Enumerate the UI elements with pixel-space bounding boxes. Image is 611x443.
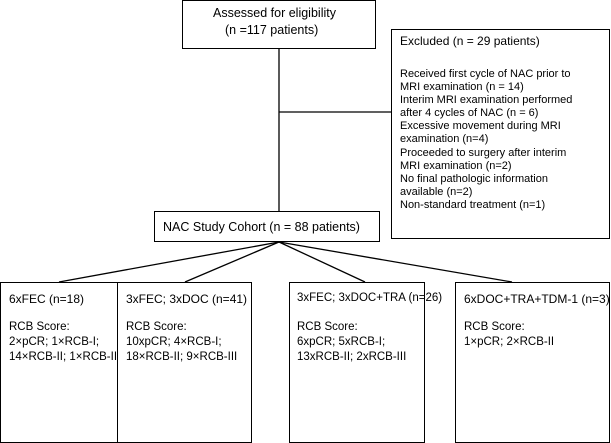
- group-box-doc-tra-tdm1: 6xDOC+TRA+TDM-1 (n=3) RCB Score: 1×pCR; …: [455, 282, 610, 443]
- group-title: 3xFEC; 3xDOC+TRA (n=26): [297, 292, 443, 304]
- exclusion-reason-line: examination (n=4): [400, 133, 489, 146]
- branch-line-2: [184, 241, 280, 283]
- rcb-score-line: 13xRCB-II; 2xRCB-III: [297, 351, 407, 363]
- exclusion-reason-line: available (n=2): [400, 185, 473, 198]
- exclusion-reason-line: Received first cycle of NAC prior to: [400, 68, 571, 80]
- exclusion-reasons: Received first cycle of NAC prior to MRI…: [400, 68, 572, 212]
- excluded-box: Excluded (n = 29 patients) Received firs…: [391, 29, 610, 239]
- exclusion-reason-line: No final pathologic information: [400, 172, 548, 185]
- assessed-title: Assessed for eligibility: [213, 6, 336, 20]
- rcb-score-label: RCB Score:: [9, 321, 70, 333]
- assessed-box: Assessed for eligibility (n =117 patient…: [182, 0, 376, 49]
- exclusion-reason-line: Interim MRI examination performed: [400, 94, 573, 107]
- group-title: 6xDOC+TRA+TDM-1 (n=3): [464, 292, 610, 306]
- rcb-score-line: 1×pCR; 2×RCB-II: [464, 336, 555, 348]
- group-box-fec-doc: 3xFEC; 3xDOC (n=41) RCB Score: 10xpCR; 4…: [117, 282, 252, 443]
- exclusion-reason-line: Non-standard treatment (n=1): [400, 198, 546, 211]
- rcb-score-label: RCB Score:: [297, 321, 358, 333]
- excluded-title: Excluded (n = 29 patients): [400, 34, 540, 48]
- exclusion-reason-line: MRI examination (n=2): [400, 159, 512, 172]
- rcb-score-line: 2×pCR; 1×RCB-I;: [9, 336, 100, 348]
- group-box-fec-doc-tra: 3xFEC; 3xDOC+TRA (n=26) RCB Score: 6xpCR…: [289, 282, 442, 443]
- branch-line-1: [58, 241, 280, 283]
- branch-line-4: [278, 241, 513, 283]
- cohort-box: NAC Study Cohort (n = 88 patients): [154, 211, 380, 242]
- assessed-count: (n =117 patients): [225, 23, 319, 37]
- rcb-score-line: 14×RCB-II; 1×RCB-III: [9, 351, 121, 363]
- branch-line-3: [278, 241, 366, 283]
- group-title: 3xFEC; 3xDOC (n=41): [126, 292, 248, 306]
- rcb-score-label: RCB Score:: [126, 321, 187, 333]
- rcb-score-line: 10xpCR; 4×RCB-I;: [126, 336, 222, 348]
- group-box-6xfec: 6xFEC (n=18) RCB Score: 2×pCR; 1×RCB-I; …: [0, 282, 121, 443]
- exclusion-reason-line: after 4 cycles of NAC (n = 6): [400, 107, 539, 120]
- exclusion-reason-line: MRI examination (n = 14): [400, 81, 524, 94]
- group-title: 6xFEC (n=18): [9, 292, 85, 306]
- rcb-score-label: RCB Score:: [464, 321, 525, 333]
- exclusion-reason-line: Excessive movement during MRI: [400, 120, 561, 133]
- rcb-score-line: 6xpCR; 5xRCB-I;: [297, 336, 386, 348]
- cohort-label: NAC Study Cohort (n = 88 patients): [163, 220, 360, 234]
- rcb-score-line: 18×RCB-II; 9×RCB-III: [126, 351, 238, 363]
- exclusion-reason-line: Proceeded to surgery after interim: [400, 146, 567, 159]
